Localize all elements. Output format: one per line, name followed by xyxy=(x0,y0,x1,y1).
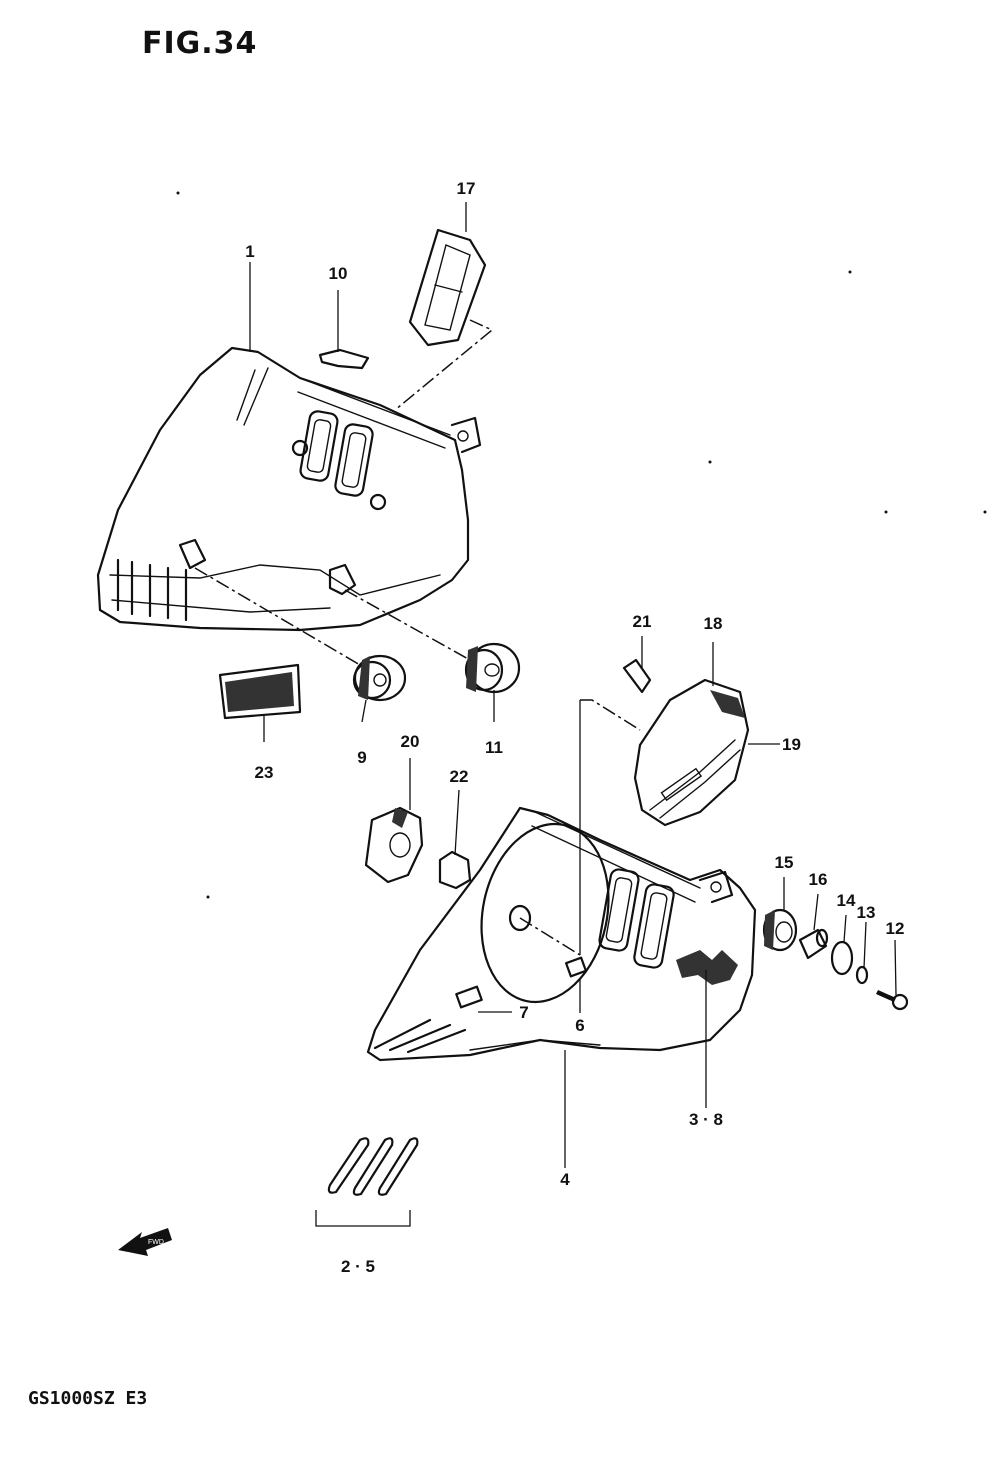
part-16-collar xyxy=(798,928,829,960)
lower-cowl-part-4 xyxy=(366,806,757,1062)
part-15-grommet xyxy=(762,908,798,952)
callout-12: 12 xyxy=(886,919,905,938)
leader-18 xyxy=(580,699,641,731)
part-23-fill xyxy=(225,672,294,712)
callout-19: 19 xyxy=(782,735,801,754)
part-22-gasket xyxy=(438,850,472,890)
scan-specks xyxy=(176,191,987,899)
part-13-washer xyxy=(855,965,869,985)
model-code: GS1000SZ E3 xyxy=(28,1388,148,1409)
callout-labels: 1 10 17 9 11 23 21 18 19 20 22 15 16 14 … xyxy=(245,179,904,1276)
callout-6: 6 xyxy=(575,1016,584,1035)
callout-20: 20 xyxy=(401,732,420,751)
part-23-emblem xyxy=(218,663,302,720)
part-14-washer xyxy=(830,940,854,976)
callout-9: 9 xyxy=(357,748,366,767)
callout-leaders xyxy=(249,202,897,1168)
part-10-clip xyxy=(318,348,370,370)
leader-11 xyxy=(344,589,471,661)
leader-17 xyxy=(394,319,494,411)
callout-16: 16 xyxy=(809,870,828,889)
callout-18: 18 xyxy=(704,614,723,633)
direction-arrow-text: FWD xyxy=(148,1239,164,1246)
callout-21: 21 xyxy=(633,612,652,631)
callout-1: 1 xyxy=(245,242,254,261)
callout-7: 7 xyxy=(519,1003,528,1022)
part-11-grommet xyxy=(464,642,521,694)
callout-11: 11 xyxy=(485,738,503,757)
figure-title: FIG.34 xyxy=(142,26,258,61)
leader-9 xyxy=(194,567,361,666)
leader-6-a xyxy=(519,917,581,956)
bracket-2-5 xyxy=(315,1210,411,1227)
upper-cowl-part-1 xyxy=(96,346,482,632)
callout-17: 17 xyxy=(457,179,476,198)
callout-14: 14 xyxy=(837,891,856,910)
part-21-pin xyxy=(622,658,652,694)
callout-2-5: 2 · 5 xyxy=(341,1257,375,1276)
callout-10: 10 xyxy=(329,264,348,283)
forward-arrow-icon: FWD xyxy=(118,1228,172,1256)
part-2-5-stripes xyxy=(327,1137,419,1196)
callout-13: 13 xyxy=(857,903,876,922)
part-18-cover xyxy=(633,678,750,827)
part-9-grommet xyxy=(352,654,407,702)
part-17-bracket xyxy=(408,228,487,347)
part-12-bolt xyxy=(876,990,909,1011)
callout-4: 4 xyxy=(560,1170,570,1189)
callout-22: 22 xyxy=(450,767,469,786)
callout-23: 23 xyxy=(255,763,274,782)
callout-3-8: 3 · 8 xyxy=(689,1110,723,1129)
part-20-bracket xyxy=(364,806,424,884)
callout-15: 15 xyxy=(775,853,794,872)
